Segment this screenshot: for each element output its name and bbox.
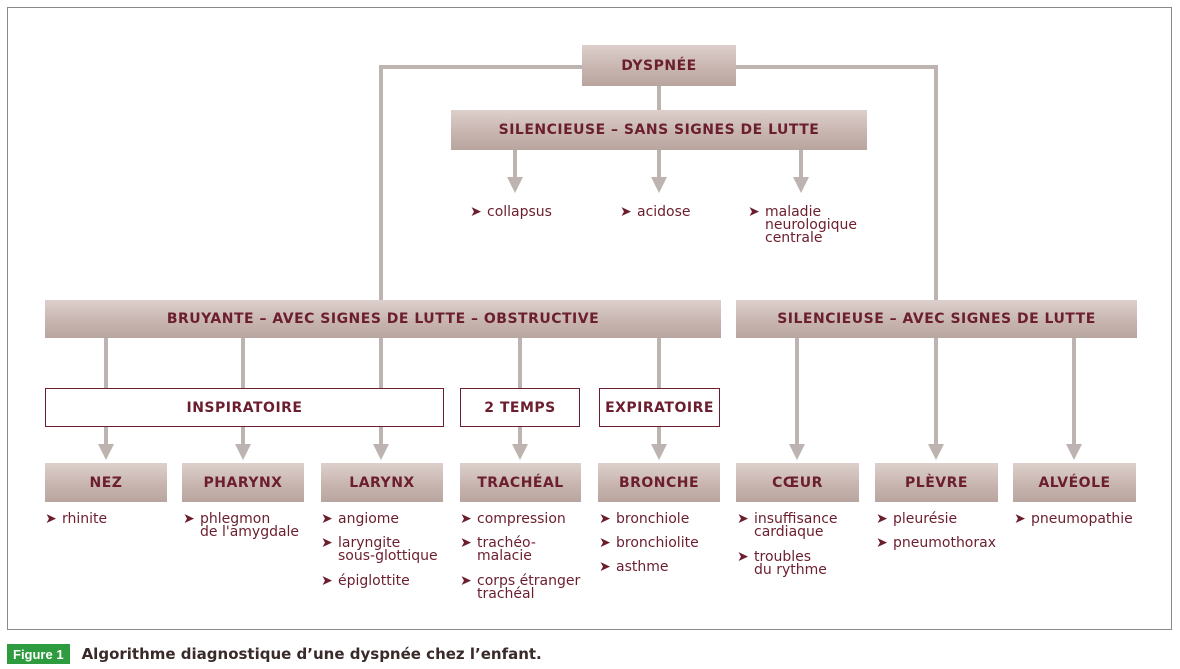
- connector-root-to-noisy: [379, 65, 582, 300]
- figure-label: Figure 1: [7, 644, 70, 664]
- arrow-bullet-icon: ➤: [599, 559, 611, 575]
- list-item: ➤bronchiolite: [599, 535, 699, 551]
- list-item: ➤pneumothorax: [876, 535, 996, 551]
- node-tracheal: TRACHÉAL: [460, 463, 581, 502]
- node-silent-no-effort: SILENCIEUSE – SANS SIGNES DE LUTTE: [451, 110, 867, 150]
- diagram-frame: [7, 7, 1172, 630]
- list-item: ➤phlegmon de l'amygdale: [183, 511, 300, 540]
- figure-caption: Figure 1 Algorithme diagnostique d’une d…: [7, 644, 542, 664]
- list-item: ➤trachéo- malacie: [460, 535, 536, 564]
- node-expiratory: EXPIRATOIRE: [599, 388, 720, 427]
- arrow-bullet-icon: ➤: [748, 204, 760, 220]
- node-biphasic: 2 TEMPS: [460, 388, 580, 427]
- list-item: ➤rhinite: [45, 511, 108, 527]
- list-item: ➤compression: [460, 511, 566, 527]
- arrow-bullet-icon: ➤: [599, 511, 611, 527]
- arrow-bullet-icon: ➤: [876, 535, 888, 551]
- arrow-bullet-icon: ➤: [620, 204, 632, 220]
- arrow-bullet-icon: ➤: [321, 511, 333, 527]
- list-item: ➤pneumopathie: [1014, 511, 1133, 527]
- list-item: ➤bronchiole: [599, 511, 690, 527]
- list-item: ➤pleurésie: [876, 511, 958, 527]
- arrow-bullet-icon: ➤: [737, 511, 749, 527]
- node-noisy-obstructive: BRUYANTE – AVEC SIGNES DE LUTTE – OBSTRU…: [45, 300, 721, 338]
- node-dyspnee: DYSPNÉE: [582, 45, 736, 86]
- list-item: ➤laryngite sous-glottique: [321, 535, 438, 564]
- list-item: ➤corps étranger trachéal: [460, 573, 581, 602]
- arrow-bullet-icon: ➤: [183, 511, 195, 527]
- node-alveole: ALVÉOLE: [1013, 463, 1136, 502]
- arrow-bullet-icon: ➤: [470, 204, 482, 220]
- arrow-bullet-icon: ➤: [460, 511, 472, 527]
- list-item: ➤angiome: [321, 511, 400, 527]
- list-item: ➤asthme: [599, 559, 669, 575]
- arrow-bullet-icon: ➤: [45, 511, 57, 527]
- arrow-bullet-icon: ➤: [460, 535, 472, 551]
- arrow-bullet-icon: ➤: [321, 535, 333, 551]
- arrow-bullet-icon: ➤: [599, 535, 611, 551]
- figure-caption-text: Algorithme diagnostique d’une dyspnée ch…: [81, 645, 542, 663]
- arrow-bullet-icon: ➤: [1014, 511, 1026, 527]
- arrow-bullet-icon: ➤: [737, 549, 749, 565]
- list-item: ➤maladie neurologique centrale: [748, 204, 857, 246]
- arrow-bullet-icon: ➤: [460, 573, 472, 589]
- node-nez: NEZ: [45, 463, 167, 502]
- node-plevre: PLÈVRE: [875, 463, 998, 502]
- node-coeur: CŒUR: [736, 463, 859, 502]
- list-item: ➤insuffisance cardiaque: [737, 511, 838, 540]
- list-item: ➤troubles du rythme: [737, 549, 827, 578]
- arrow-bullet-icon: ➤: [321, 573, 333, 589]
- list-item: ➤collapsus: [470, 204, 552, 220]
- node-pharynx: PHARYNX: [182, 463, 304, 502]
- node-silent-effort: SILENCIEUSE – AVEC SIGNES DE LUTTE: [736, 300, 1137, 338]
- node-larynx: LARYNX: [321, 463, 443, 502]
- list-item: ➤épiglottite: [321, 573, 410, 589]
- arrow-bullet-icon: ➤: [876, 511, 888, 527]
- list-item: ➤acidose: [620, 204, 691, 220]
- node-bronche: BRONCHE: [598, 463, 720, 502]
- node-inspiratory: INSPIRATOIRE: [45, 388, 444, 427]
- connector-root-to-silent-effort: [736, 65, 938, 300]
